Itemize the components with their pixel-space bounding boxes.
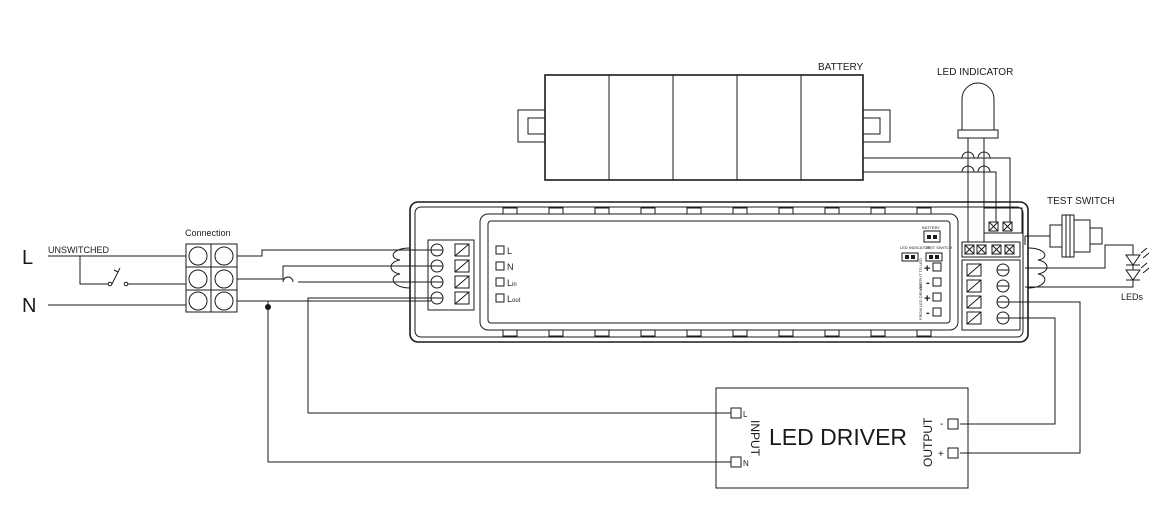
terminal-label-n: N (507, 262, 514, 272)
battery-leads (863, 157, 1011, 222)
module-battery-label: BATTERY (922, 225, 940, 230)
driver-output-minus: - (940, 419, 943, 430)
wiring (237, 236, 1081, 463)
module-led-indicator-label: LED INDICATOR (900, 245, 931, 250)
module-minus-1: - (926, 277, 930, 289)
led-indicator-component: LED INDICATOR (937, 67, 1013, 242)
led-driver-input-label: INPUT (748, 420, 762, 457)
test-switch-component: TEST SWITCH (1025, 196, 1115, 258)
line-l-label: L (22, 247, 33, 269)
emergency-module: L N Lin Lout BATTERY LED INDICATOR TEST … (390, 201, 1048, 343)
battery-label: BATTERY (818, 62, 864, 73)
led-driver-output-label: OUTPUT (921, 417, 935, 467)
module-from-led-driver-label: FROM LED DRIVER (918, 283, 923, 320)
mains-supply: L N UNSWITCHED (22, 245, 186, 317)
input-terminal-block (427, 239, 475, 311)
module-plus-2: + (924, 293, 930, 305)
light-switch (79, 256, 186, 287)
module-vents-bottom (502, 329, 932, 337)
led-driver-label: LED DRIVER (769, 424, 907, 450)
connection-label: Connection (185, 228, 231, 238)
driver-input-l: L (743, 410, 748, 419)
module-right-connectors: BATTERY LED INDICATOR TEST SWITCH OUTPUT… (900, 225, 952, 320)
module-plus-1: + (924, 263, 930, 275)
driver-output-plus: + (938, 449, 944, 460)
terminal-label-lin: Lin (507, 278, 517, 288)
module-minus-2: - (926, 307, 930, 319)
test-switch-label: TEST SWITCH (1047, 196, 1115, 207)
led-driver: LED DRIVER INPUT OUTPUT L N - + (715, 387, 969, 489)
module-vents-top (502, 207, 932, 215)
output-terminal-block (961, 207, 1023, 331)
module-output-to-led-label: OUTPUT TO LED (918, 258, 923, 290)
led-string: LEDs (1025, 244, 1150, 302)
terminal-label-lout: Lout (507, 294, 521, 304)
input-terminal-labels: L N Lin Lout (495, 245, 521, 304)
leds-label: LEDs (1121, 292, 1144, 302)
led-indicator-label: LED INDICATOR (937, 67, 1013, 78)
terminal-label-l: L (507, 246, 512, 256)
unswitched-label: UNSWITCHED (48, 245, 109, 255)
line-n-label: N (22, 295, 36, 317)
module-test-switch-label: TEST SWITCH (925, 245, 952, 250)
connection-block: Connection (185, 228, 238, 313)
driver-input-n: N (743, 459, 749, 468)
battery-pack: BATTERY (517, 62, 891, 181)
